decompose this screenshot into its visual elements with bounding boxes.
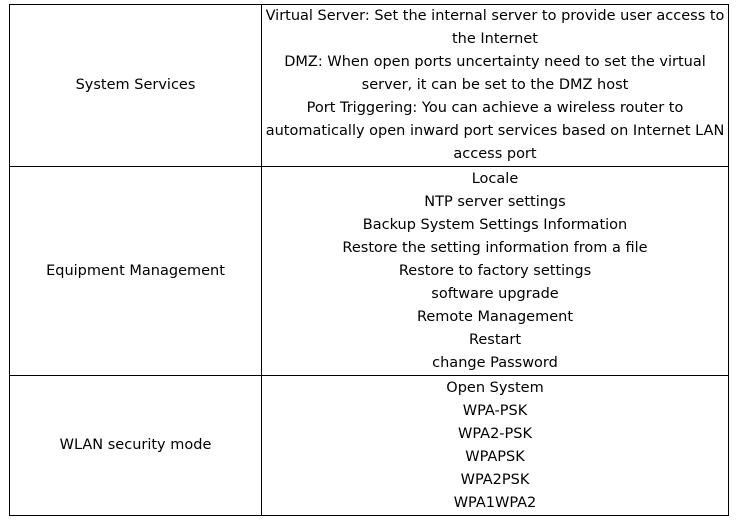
row-label-wlan-security-mode: WLAN security mode (9, 375, 262, 516)
row-content-equipment-management: Locale NTP server settings Backup System… (261, 166, 729, 376)
list-item: Restore to factory settings (398, 262, 592, 279)
list-item: Restart (468, 331, 522, 348)
row-label-system-services: System Services (9, 4, 262, 167)
list-item: change Password (432, 354, 558, 371)
list-item: WPA2-PSK (458, 425, 532, 442)
table-row: Equipment Management Locale NTP server s… (9, 166, 729, 376)
list-item: WPA2PSK (460, 471, 530, 488)
list-item: Restore the setting information from a f… (342, 239, 648, 256)
row-label-equipment-management: Equipment Management (9, 166, 262, 376)
virtual-server-text: Virtual Server: Set the internal server … (265, 8, 725, 47)
table-row: WLAN security mode Open System WPA-PSK W… (9, 375, 729, 516)
table-row: System Services Virtual Server: Set the … (9, 4, 729, 167)
list-item: software upgrade (431, 285, 559, 302)
row-content-system-services: Virtual Server: Set the internal server … (261, 4, 729, 167)
row-content-wlan-security-mode: Open System WPA-PSK WPA2-PSK WPAPSK WPA2… (261, 375, 729, 516)
list-item: Remote Management (416, 308, 574, 325)
list-item: WPA1WPA2 (453, 494, 537, 511)
list-item: Open System (446, 379, 544, 396)
list-item: WPAPSK (465, 448, 525, 465)
list-item: Backup System Settings Information (362, 216, 628, 233)
list-item: Locale (471, 170, 519, 187)
list-item: NTP server settings (424, 193, 566, 210)
port-triggering-text: Port Triggering: You can achieve a wirel… (265, 100, 725, 162)
dmz-text: DMZ: When open ports uncertainty need to… (284, 54, 706, 93)
list-item: WPA-PSK (462, 402, 528, 419)
feature-table: System Services Virtual Server: Set the … (9, 4, 729, 516)
